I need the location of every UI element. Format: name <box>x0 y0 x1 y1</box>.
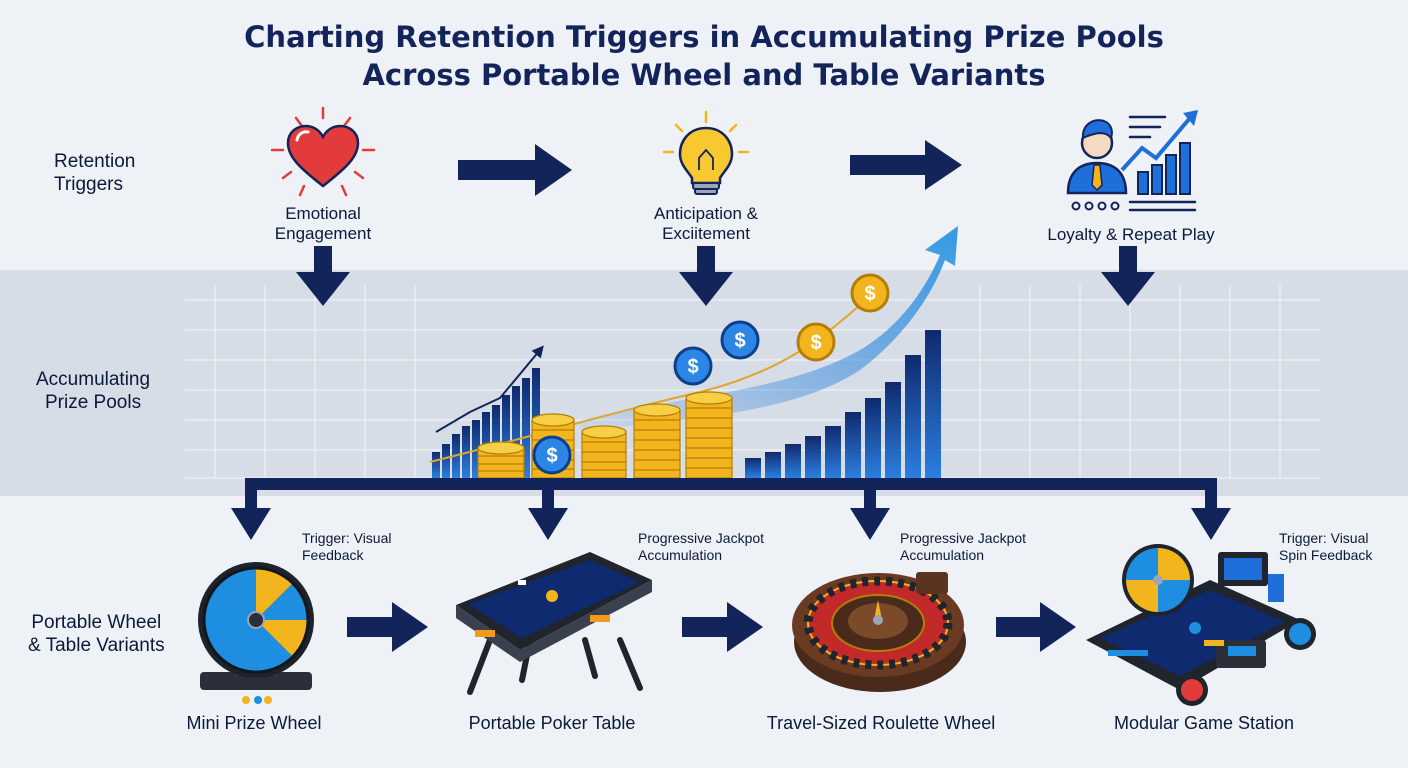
arrow-right-icon <box>996 602 1076 652</box>
pool-growth-bars-right <box>745 330 941 478</box>
dollar-coin-icon <box>850 273 890 313</box>
note-visual-spin-feedback: Trigger: Visual Spin Feedback <box>1279 530 1373 563</box>
row-label-retention-triggers: Retention Triggers <box>54 151 136 195</box>
trigger-loyalty-repeat-play: Loyalty & Repeat Play <box>1047 225 1215 244</box>
arrow-down-icon <box>679 246 733 306</box>
trigger-anticipation-excitement: Anticipation & Exciitement <box>654 204 758 243</box>
note-progressive-jackpot-2: Progressive Jackpot Accumulation <box>900 530 1027 563</box>
variant-label-modular-game-station: Modular Game Station <box>1113 713 1295 733</box>
arrow-down-icon <box>1101 246 1155 306</box>
variant-label-portable-poker-table: Portable Poker Table <box>468 713 636 733</box>
coin-symbol: $ <box>734 330 745 352</box>
note-visual-feedback: Trigger: Visual Feedback <box>302 530 392 563</box>
dollar-coin-icon <box>796 322 836 362</box>
page-title: Charting Retention Triggers in Accumulat… <box>0 18 1408 94</box>
small-trend-arrow <box>435 345 544 433</box>
pool-grid <box>185 285 1320 479</box>
roulette-wheel-icon <box>792 572 966 692</box>
arrow-down-icon <box>528 508 568 540</box>
poker-table-icon <box>456 552 652 695</box>
trigger-down-arrows <box>296 246 1155 306</box>
note-progressive-jackpot-1: Progressive Jackpot Accumulation <box>638 530 765 563</box>
dollar-coin-icon <box>720 320 760 360</box>
row-label-variants: Portable Wheel & Table Variants <box>28 612 165 656</box>
arrow-down-icon <box>296 246 350 306</box>
variant-flow-arrows <box>347 602 1076 652</box>
growth-chart-person-icon <box>1066 110 1198 212</box>
arrow-down-icon <box>1191 508 1231 540</box>
coin-symbol: $ <box>687 356 698 378</box>
arrow-right-icon <box>347 602 428 652</box>
arrow-down-icon <box>850 508 890 540</box>
prize-wheel-icon <box>198 562 314 704</box>
row-label-prize-pools: Accumulating Prize Pools <box>36 369 151 413</box>
dollar-coin-icon <box>673 346 713 386</box>
distribution-connector <box>231 478 1231 540</box>
title-line-2: Across Portable Wheel and Table Variants <box>362 58 1046 92</box>
coin-stack <box>477 441 525 479</box>
trigger-flow-arrows <box>458 140 962 196</box>
arrow-right-icon <box>682 602 763 652</box>
variant-label-travel-roulette-wheel: Travel-Sized Roulette Wheel <box>766 713 996 733</box>
arrow-right-icon <box>850 140 962 190</box>
growth-swoosh <box>580 226 958 430</box>
coin-stack <box>581 425 627 479</box>
lightbulb-icon <box>662 110 750 195</box>
arrow-right-icon <box>458 144 572 196</box>
arrow-down-icon <box>231 508 271 540</box>
variant-label-mini-prize-wheel: Mini Prize Wheel <box>186 713 322 733</box>
coin-stack <box>685 391 733 479</box>
coin-symbol: $ <box>864 283 875 305</box>
floating-coins <box>532 273 890 475</box>
coin-stacks <box>477 391 733 479</box>
game-station-icon <box>1086 544 1316 706</box>
heart-icon <box>270 106 376 197</box>
coin-symbol: $ <box>546 445 557 467</box>
trigger-emotional-engagement: Emotional Engagement <box>274 204 372 243</box>
dollar-coin-icon <box>532 435 572 475</box>
coin-symbol: $ <box>810 332 821 354</box>
coin-stack <box>633 403 681 479</box>
title-line-1: Charting Retention Triggers in Accumulat… <box>244 20 1164 54</box>
